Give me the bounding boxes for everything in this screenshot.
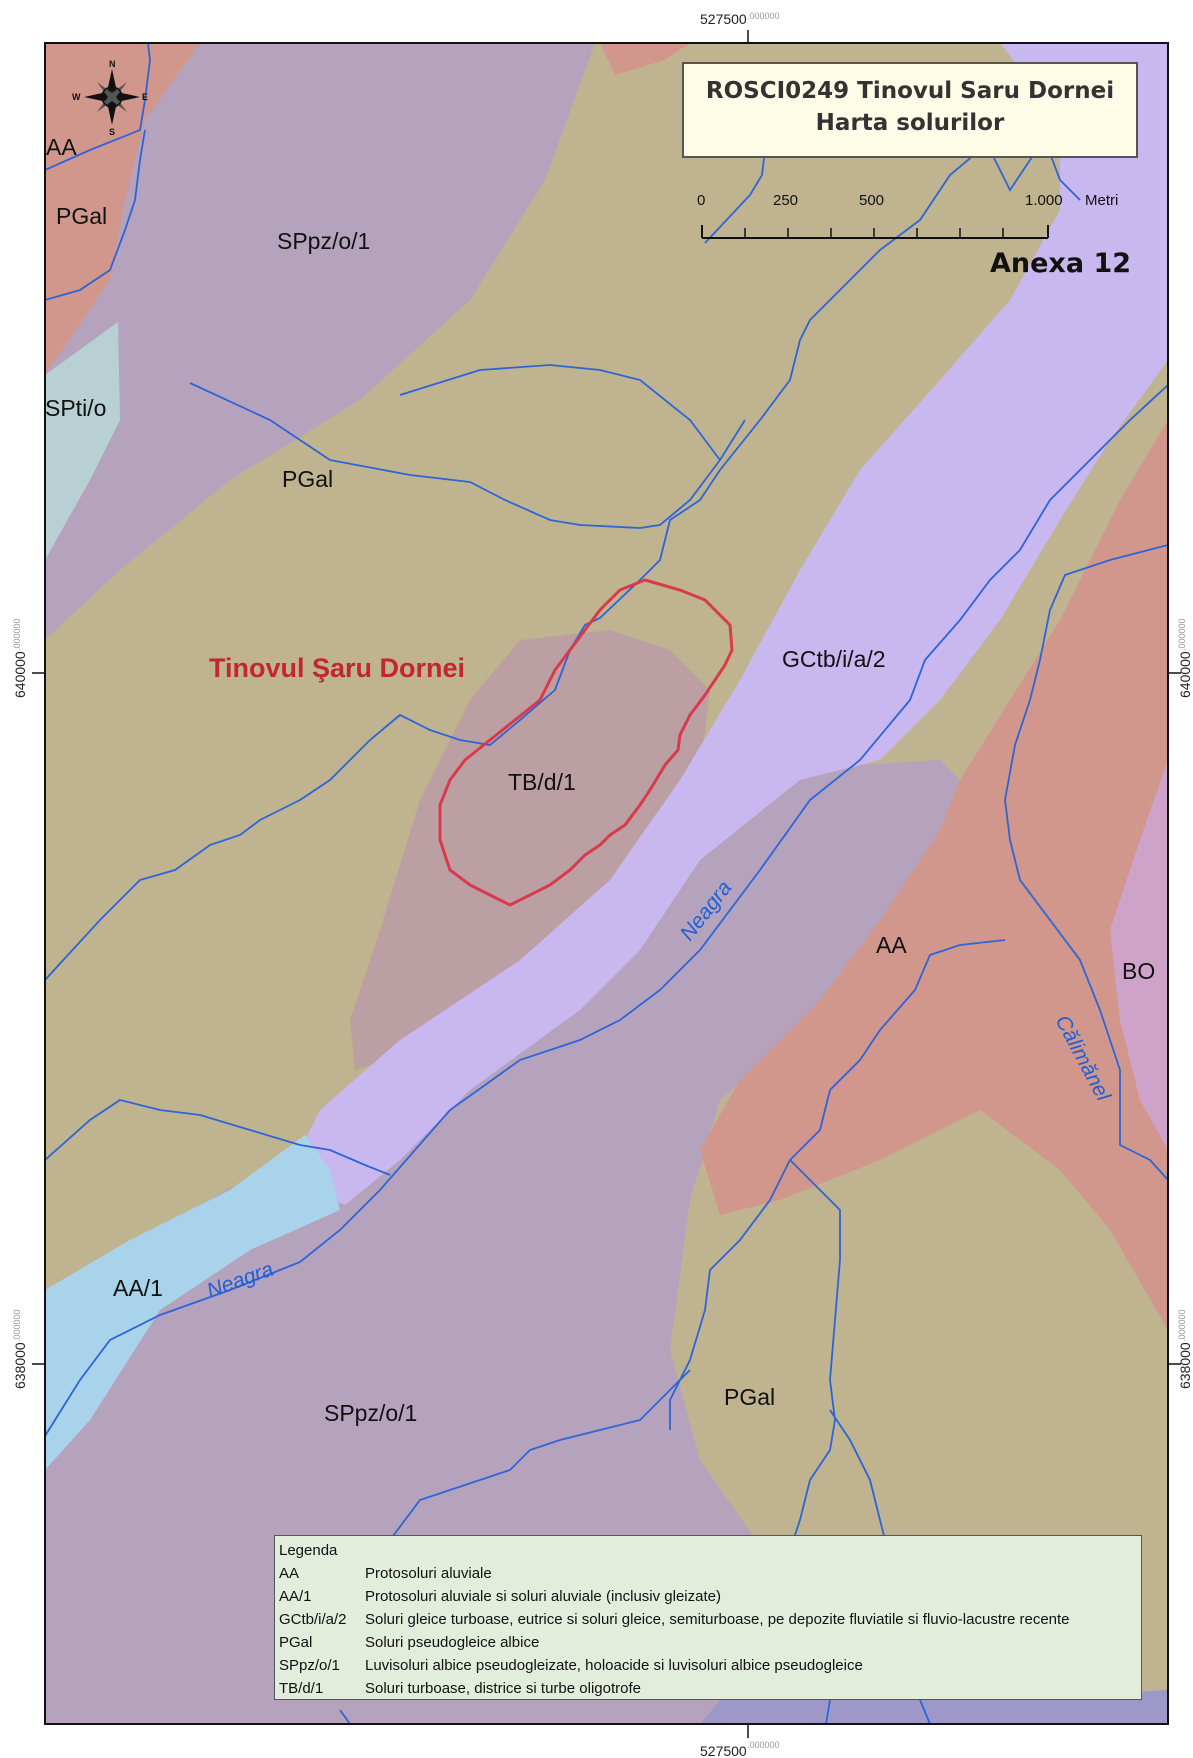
river-calimanel [1004, 544, 1168, 1181]
legend-code: AA/1 [279, 1588, 312, 1605]
map-title-box: ROSCI0249 Tinovul Saru Dornei Harta solu… [682, 62, 1138, 158]
stream-top-right [989, 138, 1081, 201]
coord-bottom-suffix: .000000 [747, 1740, 780, 1750]
coord-left-upper-suffix: .000000 [12, 618, 22, 651]
label-pgal-top-left: PGal [56, 203, 107, 229]
coord-right-upper-suffix: .000000 [1177, 618, 1187, 651]
river-neagra [45, 384, 1168, 1437]
coord-left-upper: 640000 .000000 [12, 618, 28, 698]
legend-description: Soluri turboase, districe si turbe oligo… [365, 1680, 641, 1697]
legend-description: Luvisoluri albice pseudogleizate, holoac… [365, 1657, 863, 1674]
aa-right-zone [700, 420, 1168, 1330]
stream-bottom-left-stub [339, 1709, 351, 1724]
coord-right-lower-main: 638000 [1177, 1342, 1193, 1389]
sppz-lower-zone [45, 760, 1168, 1724]
scale-label-0: 0 [697, 192, 705, 209]
stream-bottom-stub-2 [919, 1699, 931, 1724]
coord-top-suffix: .000000 [747, 11, 780, 21]
scale-label-500: 500 [859, 192, 884, 209]
label-aa1: AA/1 [113, 1275, 163, 1301]
stream-bottom-center [389, 1369, 691, 1541]
north-letter: N [109, 59, 116, 69]
river-network [45, 43, 1168, 1724]
coord-left-lower-main: 638000 [12, 1342, 28, 1389]
aa-top-left-zone [45, 43, 200, 375]
stream-top-left [45, 43, 151, 171]
scale-unit: Metri [1085, 192, 1118, 209]
stream-upper-center [189, 382, 746, 529]
coord-left-lower-suffix: .000000 [12, 1309, 22, 1342]
label-gctb: GCtb/i/a/2 [782, 646, 886, 672]
coord-left-upper-main: 640000 [12, 651, 28, 698]
map-polygons [45, 43, 1168, 1724]
legend-code: SPpz/o/1 [279, 1657, 340, 1674]
legend-code: GCtb/i/a/2 [279, 1611, 347, 1628]
stream-bottom-stub-1 [825, 1699, 831, 1724]
legend-description: Soluri pseudogleice albice [365, 1634, 540, 1651]
stream-right-branch [789, 1159, 841, 1601]
legend-item: TB/d/1 Soluri turboase, districe si turb… [279, 1677, 1137, 1700]
stream-left [45, 129, 146, 301]
label-bo: BO [1122, 958, 1155, 984]
scale-label-1000: 1.000 [1025, 192, 1063, 209]
legend-item: AA Protosoluri aluviale [279, 1562, 1137, 1585]
legend-code: TB/d/1 [279, 1680, 324, 1697]
label-tb: TB/d/1 [508, 769, 576, 795]
legend-code: PGal [279, 1634, 313, 1651]
legend-item: AA/1 Protosoluri aluviale si soluri aluv… [279, 1585, 1137, 1608]
bo-zone [1110, 760, 1168, 1150]
legend-box: Legenda AA Protosoluri aluviale AA/1 Pro… [274, 1535, 1142, 1700]
tb-zone [350, 630, 710, 1070]
east-letter: E [142, 92, 148, 102]
label-spti: SPti/o [45, 395, 106, 421]
coord-right-upper: 640000 .000000 [1177, 618, 1193, 698]
south-letter: S [109, 127, 115, 137]
coord-right-lower-suffix: .000000 [1177, 1309, 1187, 1342]
west-letter: W [72, 92, 81, 102]
coord-right-upper-main: 640000 [1177, 651, 1193, 698]
coord-right-lower: 638000 .000000 [1177, 1309, 1193, 1389]
annex-label: Anexa 12 [990, 248, 1132, 279]
label-sppz-upper: SPpz/o/1 [277, 228, 370, 254]
site-boundary [438, 578, 734, 907]
legend-description: Protosoluri aluviale si soluri aluviale … [365, 1588, 721, 1605]
label-sppz-lower: SPpz/o/1 [324, 1400, 417, 1426]
label-pgal-lower: PGal [724, 1384, 775, 1410]
map-title: ROSCI0249 Tinovul Saru Dornei [705, 78, 1115, 104]
map-frame [44, 42, 1169, 1725]
scale-label-250: 250 [773, 192, 798, 209]
coord-left-lower: 638000 .000000 [12, 1309, 28, 1389]
scale-bar: 0 250 500 1.000 Metri [697, 192, 1118, 239]
tributary-lower-left [45, 1099, 391, 1176]
legend-item: SPpz/o/1 Luvisoluri albice pseudogleizat… [279, 1654, 1137, 1677]
map-subtitle: Harta solurilor [815, 110, 1005, 136]
spti-zone [45, 322, 120, 560]
compass-rose-icon: N E S W [72, 59, 148, 137]
coord-top-main: 527500 [700, 11, 747, 27]
aa1-zone [45, 1135, 340, 1470]
label-aa-top-left: AA [46, 134, 77, 160]
legend-description: Soluri gleice turboase, eutrice si solur… [365, 1611, 1070, 1628]
gctb-zone [300, 43, 1168, 1205]
label-site-name: Tinovul Şaru Dornei [209, 653, 465, 683]
legend-description: Protosoluri aluviale [365, 1565, 492, 1582]
legend-item: GCtb/i/a/2 Soluri gleice turboase, eutri… [279, 1608, 1137, 1631]
legend-item: PGal Soluri pseudogleice albice [279, 1631, 1137, 1654]
stream-right-lower [669, 939, 1006, 1430]
legend-code: AA [279, 1565, 300, 1582]
legend-title: Legenda [279, 1542, 338, 1559]
stream-upper-tributary [399, 364, 721, 461]
label-pgal-center: PGal [282, 466, 333, 492]
sppz-upper-zone [45, 43, 595, 640]
label-aa-right: AA [876, 932, 907, 958]
aa-top-center-zone [600, 43, 690, 75]
coord-bottom-main: 527500 [700, 1743, 747, 1758]
